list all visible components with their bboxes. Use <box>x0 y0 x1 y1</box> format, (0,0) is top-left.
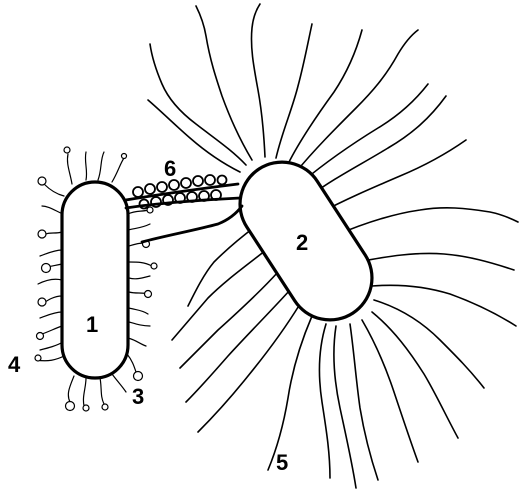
pilus <box>112 158 124 182</box>
pilus <box>128 224 150 230</box>
flagellum <box>296 30 418 172</box>
pilus <box>128 338 146 346</box>
pilus <box>129 276 150 279</box>
label-flagellum-5: 5 <box>276 450 288 475</box>
pilus-tip <box>42 264 51 273</box>
pilus <box>129 262 152 266</box>
pilus-tip <box>64 147 70 153</box>
bridge-loop <box>169 180 179 190</box>
flagellum <box>196 6 252 160</box>
pilus <box>85 152 86 180</box>
flagellum <box>180 272 278 368</box>
flagellum <box>334 208 518 236</box>
flagellum <box>319 324 330 478</box>
pilus-tip <box>38 298 46 306</box>
flagellum <box>268 316 312 470</box>
flagellum <box>172 250 266 340</box>
flagellum <box>372 285 516 326</box>
pilus <box>44 184 64 196</box>
pilus <box>83 378 86 406</box>
pilus-tip <box>83 405 89 411</box>
pilus <box>38 279 62 284</box>
pilus-tip <box>134 372 143 381</box>
pilus <box>129 308 148 314</box>
label-pilus-3: 3 <box>132 384 144 409</box>
flagellum <box>310 96 446 196</box>
pilus <box>40 312 62 318</box>
pilus-tip <box>66 402 75 411</box>
flagellum <box>276 24 312 158</box>
pilus <box>42 206 63 214</box>
bridge-loop <box>133 187 143 197</box>
bridge-loop <box>193 176 203 186</box>
pilus <box>127 354 136 372</box>
bridge-loop <box>181 178 191 188</box>
pilus-tip <box>38 230 46 238</box>
pilus-tip <box>38 177 46 185</box>
pilus-tip <box>35 355 41 361</box>
bridge-loop <box>205 175 215 185</box>
pilus <box>98 152 104 180</box>
pilus <box>67 154 72 184</box>
bridge-loop <box>145 184 155 194</box>
pilus <box>112 374 126 392</box>
conjugation-bridge <box>126 175 242 242</box>
pilus-tip <box>147 207 153 213</box>
pilus <box>100 378 104 404</box>
sex-pilus <box>142 206 242 242</box>
flagellum <box>362 320 418 462</box>
pilus <box>46 232 62 234</box>
label-conjugation-6: 6 <box>164 156 176 181</box>
pilus-tip <box>37 333 44 340</box>
pilus <box>129 322 150 326</box>
bridge-loop <box>218 176 227 185</box>
pilus <box>68 376 74 402</box>
pilus-tip <box>145 291 152 298</box>
pilus-tip <box>102 404 108 410</box>
label-cell-1: 1 <box>86 312 98 337</box>
flagellum <box>148 100 240 172</box>
label-fimbria-4: 4 <box>8 352 21 377</box>
pilus <box>42 326 62 334</box>
pilus <box>128 210 148 214</box>
flagellum <box>288 30 362 164</box>
label-cell-2: 2 <box>296 230 308 255</box>
flagellum <box>251 4 265 157</box>
pilus <box>40 342 63 350</box>
pilus-tip <box>122 154 127 159</box>
flagellum <box>350 324 378 480</box>
flagellum <box>358 253 514 270</box>
flagellum <box>372 312 458 438</box>
flagellum <box>374 300 484 388</box>
flagellum <box>150 44 246 165</box>
bridge-loop <box>157 182 167 192</box>
pilus <box>40 250 62 256</box>
cell-1-body <box>62 182 128 378</box>
pilus-tip <box>151 263 157 269</box>
